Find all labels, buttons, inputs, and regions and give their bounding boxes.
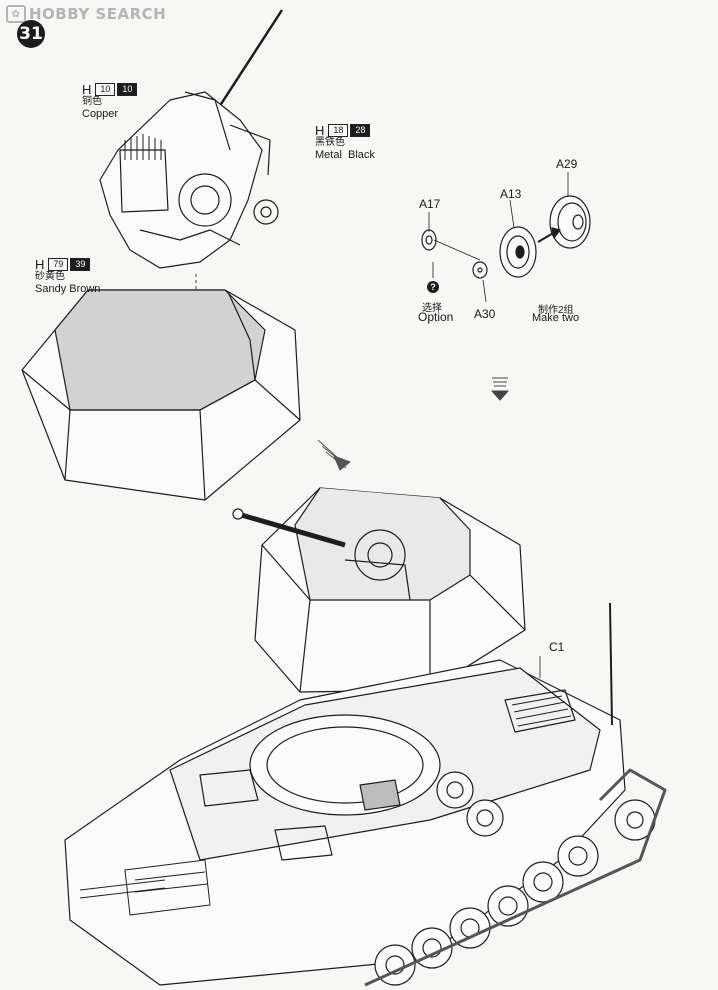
paint-prefix: H <box>35 256 45 272</box>
make-two-cn: 制作2组 <box>538 305 574 316</box>
tank-hull <box>64 602 667 987</box>
paint-name-cn: 黑铁色 <box>315 137 345 148</box>
make-two-en: Make two <box>532 312 580 324</box>
color-callout-copper: H 10 10 铜色 Copper <box>82 81 138 120</box>
paint-name-cn: 砂黄色 <box>35 271 65 282</box>
part-label-a30: A30 <box>474 307 496 321</box>
option-symbol: ? <box>430 282 436 292</box>
assembled-turret <box>232 487 526 693</box>
color-callout-sandy-brown: H 79 39 砂黄色 Sandy Brown <box>35 256 101 296</box>
paint-prefix: H <box>82 81 92 97</box>
wheel-assembly <box>421 172 591 303</box>
part-label-a13: A13 <box>500 187 522 201</box>
paint-code-1: 79 <box>48 258 69 271</box>
paint-code-2: 10 <box>117 83 138 96</box>
paint-code-2: 39 <box>70 258 91 271</box>
assembly-arrow-icon <box>317 439 351 471</box>
logo-icon: ✿ <box>6 5 26 23</box>
paint-name-en: Copper <box>82 108 119 120</box>
step-number: 31 <box>19 24 43 44</box>
paint-name-en: Metal Black <box>315 149 375 161</box>
color-callout-metal-black: H 18 28 黑铁色 Metal Black <box>315 122 375 162</box>
flak-gun-mount <box>99 9 284 420</box>
paint-name-cn: 铜色 <box>82 96 102 107</box>
paint-code-2: 28 <box>350 124 371 137</box>
paint-name-en: Sandy Brown <box>35 283 101 295</box>
part-label-a17: A17 <box>419 197 441 211</box>
paint-code-1: 10 <box>95 83 116 96</box>
down-arrow-icon <box>491 377 509 401</box>
part-label-a29: A29 <box>556 157 578 171</box>
turret-shield <box>21 289 301 501</box>
watermark-text: HOBBY SEARCH <box>29 5 167 23</box>
watermark: ✿ HOBBY SEARCH <box>6 5 166 23</box>
step-badge: 31 <box>17 20 45 48</box>
paint-code-1: 18 <box>328 124 349 137</box>
paint-prefix: H <box>315 122 325 138</box>
option-label-en: Option <box>418 310 454 324</box>
part-label-c1: C1 <box>549 640 565 654</box>
question-icon: ? <box>427 281 439 293</box>
option-label-cn: 选择 <box>422 303 442 314</box>
